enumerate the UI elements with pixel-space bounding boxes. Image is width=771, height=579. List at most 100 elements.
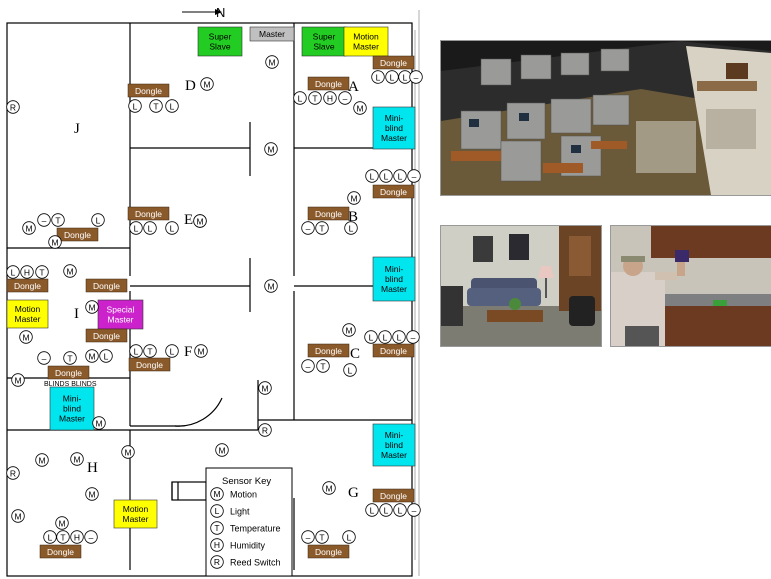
- room-label-a: A: [348, 79, 359, 95]
- light-sensor-icon: L: [165, 99, 179, 113]
- svg-text:L: L: [348, 365, 353, 375]
- room-label-i: I: [74, 306, 79, 322]
- svg-text:L: L: [298, 93, 303, 103]
- sensor-sensor-icon: –: [409, 70, 423, 84]
- motion-sensor-icon: M: [19, 330, 33, 344]
- svg-text:M: M: [124, 447, 131, 457]
- device-text: Slave: [313, 42, 335, 52]
- reed-switch-sensor-icon: R: [6, 100, 20, 114]
- svg-text:L: L: [215, 506, 220, 516]
- svg-text:–: –: [306, 361, 311, 371]
- svg-text:M: M: [58, 518, 65, 528]
- svg-text:T: T: [312, 93, 317, 103]
- device-text: Motion: [123, 504, 149, 514]
- svg-text:L: L: [347, 532, 352, 542]
- motion-sensor-icon: M: [258, 381, 272, 395]
- temperature-sensor-icon: T: [143, 344, 157, 358]
- room-label-g: G: [348, 485, 359, 501]
- svg-text:M: M: [268, 57, 275, 67]
- sensor-sensor-icon: –: [406, 330, 420, 344]
- light-sensor-icon: L: [91, 213, 105, 227]
- motion-sensor-icon: M: [264, 279, 278, 293]
- room-label-d: D: [185, 78, 196, 94]
- temperature-sensor-icon: T: [56, 530, 70, 544]
- light-sensor-icon: L: [129, 221, 143, 235]
- svg-text:M: M: [350, 193, 357, 203]
- motion-sensor-icon: M: [265, 55, 279, 69]
- room-label-c: C: [350, 346, 360, 362]
- reed-switch-sensor-icon: R: [258, 423, 272, 437]
- device-text: Master: [259, 29, 285, 39]
- motion-sensor-icon: M: [22, 221, 36, 235]
- svg-text:M: M: [213, 489, 220, 499]
- svg-text:M: M: [14, 375, 21, 385]
- svg-text:L: L: [383, 332, 388, 342]
- svg-text:R: R: [214, 557, 220, 567]
- svg-text:H: H: [24, 267, 30, 277]
- dongle-2: Dongle: [372, 55, 415, 70]
- svg-text:M: M: [197, 346, 204, 356]
- reed-switch-sensor-icon: R: [6, 466, 20, 480]
- device-master-0: Master: [249, 26, 295, 42]
- light-sensor-icon: L: [379, 503, 393, 517]
- svg-text:Motion: Motion: [230, 490, 257, 500]
- svg-text:Dongle: Dongle: [64, 230, 91, 240]
- temperature-sensor-icon: T: [308, 91, 322, 105]
- light-sensor-icon: L: [378, 330, 392, 344]
- device-text: Master: [381, 284, 407, 294]
- svg-text:L: L: [370, 171, 375, 181]
- svg-text:R: R: [10, 102, 16, 112]
- room-label-h: H: [87, 460, 98, 476]
- svg-text:Dongle: Dongle: [380, 491, 407, 501]
- floor-plan: N: [6, 5, 423, 577]
- dongle-8: Dongle: [85, 278, 128, 293]
- motion-sensor-icon: M: [85, 487, 99, 501]
- svg-text:L: L: [148, 223, 153, 233]
- svg-text:L: L: [370, 505, 375, 515]
- svg-text:T: T: [214, 523, 219, 533]
- svg-text:T: T: [319, 223, 324, 233]
- dongle-0: Dongle: [127, 83, 170, 98]
- light-sensor-icon: L: [342, 530, 356, 544]
- svg-text:Dongle: Dongle: [93, 281, 120, 291]
- blinds-label: BLINDS BLINDS: [44, 381, 97, 388]
- svg-text:Dongle: Dongle: [315, 209, 342, 219]
- device-text: blind: [385, 123, 403, 133]
- svg-text:–: –: [89, 532, 94, 542]
- svg-text:Dongle: Dongle: [135, 209, 162, 219]
- dongle-13: Dongle: [47, 365, 90, 380]
- svg-text:M: M: [196, 216, 203, 226]
- sensor-sensor-icon: –: [37, 213, 51, 227]
- svg-text:L: L: [369, 332, 374, 342]
- svg-text:–: –: [42, 215, 47, 225]
- svg-text:R: R: [10, 468, 16, 478]
- svg-text:M: M: [325, 483, 332, 493]
- svg-text:Dongle: Dongle: [93, 331, 120, 341]
- svg-text:M: M: [218, 445, 225, 455]
- light-sensor-icon: L: [385, 70, 399, 84]
- light-sensor-icon: L: [364, 330, 378, 344]
- motion-sensor-icon: M: [85, 349, 99, 363]
- svg-text:M: M: [267, 144, 274, 154]
- svg-text:M: M: [38, 455, 45, 465]
- svg-text:H: H: [74, 532, 80, 542]
- svg-text:L: L: [376, 72, 381, 82]
- svg-text:T: T: [55, 215, 60, 225]
- svg-text:Humidity: Humidity: [230, 541, 266, 551]
- svg-text:M: M: [88, 302, 95, 312]
- dongle-12: Dongle: [372, 343, 415, 358]
- dongle-5: Dongle: [372, 184, 415, 199]
- light-sensor-icon: L: [165, 344, 179, 358]
- motion-sensor-icon: M: [200, 77, 214, 91]
- svg-text:Dongle: Dongle: [136, 360, 163, 370]
- dongle-4: Dongle: [307, 206, 350, 221]
- temperature-sensor-icon: T: [316, 359, 330, 373]
- device-text: Super: [209, 32, 232, 42]
- svg-text:L: L: [48, 532, 53, 542]
- kitchen-photo: [610, 225, 771, 347]
- dongle-14: Dongle: [372, 488, 415, 503]
